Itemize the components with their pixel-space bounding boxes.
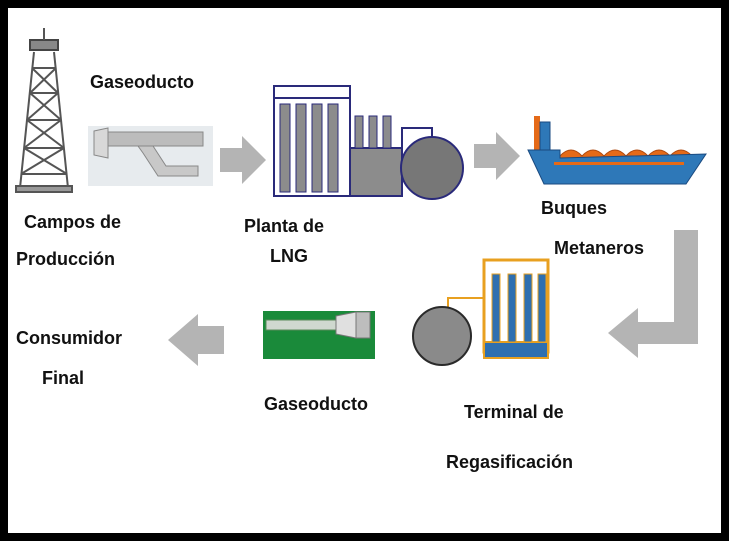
production-fields-label-1: Campos de (24, 212, 122, 232)
regasification-terminal-icon (412, 258, 550, 366)
gas-pipeline-top-icon (88, 126, 213, 186)
regas-terminal-label-2: Regasificación (446, 452, 574, 472)
regas-terminal-label-1: Terminal de (464, 402, 564, 422)
gas-pipeline-bottom-icon (263, 311, 375, 359)
production-fields-label-2: Producción (16, 249, 116, 269)
flow-arrow-1 (220, 136, 266, 184)
pipeline-label-top: Gaseoducto (90, 72, 195, 92)
consumer-label-2: Final (42, 368, 85, 388)
lng-plant-icon (273, 85, 464, 200)
consumer-label-1: Consumidor (16, 328, 122, 348)
lng-ship-label-2: Metaneros (554, 238, 645, 258)
lng-ship-label-1: Buques (541, 198, 608, 218)
diagram-canvas: Gaseoducto Campos de Producción Planta d… (8, 8, 721, 533)
oil-derrick-icon (15, 28, 73, 193)
flow-arrow-3 (608, 230, 698, 358)
lng-tanker-ship-icon (527, 116, 707, 185)
lng-plant-label-2: LNG (270, 246, 308, 266)
pipeline-label-bottom: Gaseoducto (264, 394, 369, 414)
flow-arrow-4 (168, 314, 224, 366)
lng-chain-diagram (15, 28, 707, 366)
lng-plant-label-1: Planta de (244, 216, 325, 236)
flow-arrow-2 (474, 132, 520, 180)
